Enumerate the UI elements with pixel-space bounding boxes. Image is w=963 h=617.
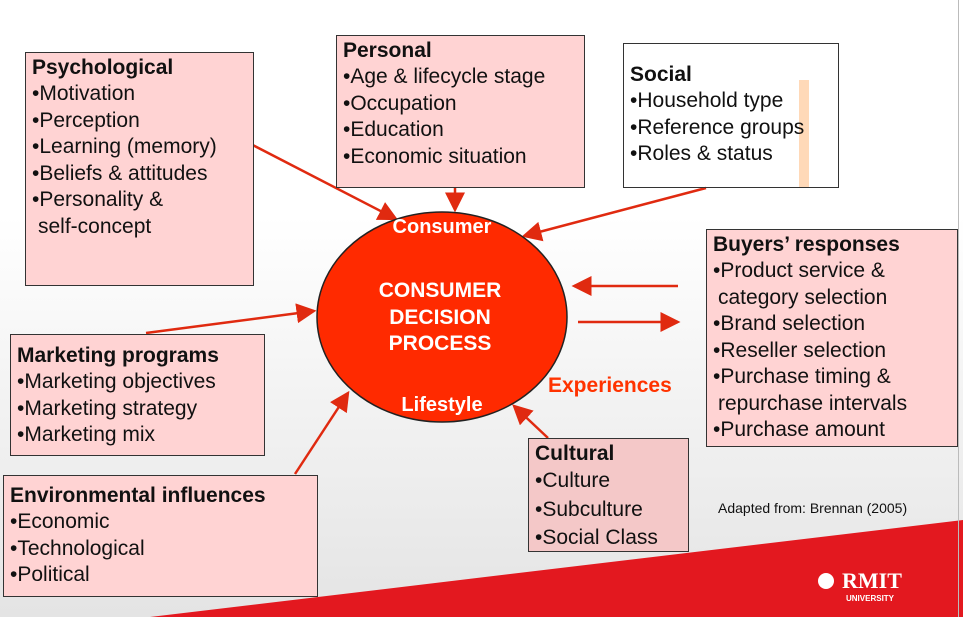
cultural-box: Cultural •Culture •Subculture •Social Cl… (528, 438, 689, 552)
psychological-box: Psychological •Motivation •Perception •L… (25, 52, 254, 286)
source-credit: Adapted from: Brennan (2005) (718, 500, 908, 516)
list-item: •Political (10, 563, 90, 586)
arrow-environmental (293, 390, 350, 475)
arrow-marketing (145, 303, 317, 335)
list-item: •Age & lifecycle stage (343, 65, 546, 88)
list-item: •Economic situation (343, 144, 527, 168)
list-item: •Product service & (713, 259, 885, 282)
list-item: •Personality & (32, 188, 164, 211)
list-item: •Beliefs & attitudes (32, 161, 208, 185)
logo-name: RMIT (842, 568, 902, 593)
list-item: •Technological (10, 536, 145, 560)
center-line: DECISION (389, 305, 491, 329)
list-item: •Social Class (535, 526, 658, 549)
list-item: repurchase intervals (718, 391, 908, 415)
list-item: •Economic (10, 510, 110, 533)
personal-box: Personal •Age & lifecycle stage •Occupat… (336, 35, 585, 188)
arrow-cultural (512, 404, 549, 439)
list-item: •Perception (32, 108, 140, 132)
environmental-box: Environmental influences •Economic •Tech… (3, 475, 318, 597)
arrow-social (521, 186, 707, 242)
experiences-label: Experiences (548, 374, 672, 397)
cultural-title: Cultural (535, 442, 615, 465)
decision-process-ellipse (316, 211, 568, 423)
buyers-responses-box: Buyers’ responses •Product service & cat… (706, 229, 958, 447)
buyers-title: Buyers’ responses (713, 233, 900, 256)
logo-sub: UNIVERSITY (846, 594, 895, 603)
list-item: •Occupation (343, 91, 457, 115)
slide-edge (958, 0, 959, 617)
list-item: •Motivation (32, 82, 136, 105)
list-item: •Marketing strategy (17, 396, 198, 420)
psychological-title: Psychological (32, 56, 174, 79)
environmental-title: Environmental influences (10, 484, 266, 507)
list-item: •Purchase amount (713, 418, 885, 441)
list-item: •Marketing mix (17, 423, 156, 446)
list-item: •Brand selection (713, 312, 866, 335)
list-item: self-concept (38, 214, 152, 238)
list-item: •Household type (630, 89, 784, 112)
list-item: •Subculture (535, 497, 643, 521)
list-item: •Learning (memory) (32, 135, 217, 158)
consumer-label: Consumer (392, 216, 492, 238)
list-item: •Roles & status (630, 142, 773, 165)
list-item: category selection (718, 285, 888, 309)
list-item: •Education (343, 118, 444, 141)
personal-title: Personal (343, 39, 432, 62)
marketing-title: Marketing programs (17, 344, 219, 367)
list-item: •Marketing objectives (17, 370, 216, 393)
list-item: •Reseller selection (713, 338, 887, 362)
marketing-programs-box: Marketing programs •Marketing objectives… (10, 334, 265, 456)
list-item: •Reference groups (630, 115, 805, 139)
social-accent-strip (799, 80, 809, 187)
lifestyle-label: Lifestyle (401, 394, 483, 416)
social-title: Social (630, 63, 692, 86)
center-line: CONSUMER (378, 279, 502, 302)
center-line: PROCESS (388, 332, 492, 355)
social-box: Social •Household type •Reference groups… (623, 43, 839, 188)
rmit-logo-icon (818, 573, 834, 589)
arrow-psychological (242, 138, 399, 221)
center-title: CONSUMER DECISION PROCESS (340, 278, 540, 358)
list-item: •Culture (535, 469, 611, 492)
list-item: •Purchase timing & (713, 365, 891, 388)
